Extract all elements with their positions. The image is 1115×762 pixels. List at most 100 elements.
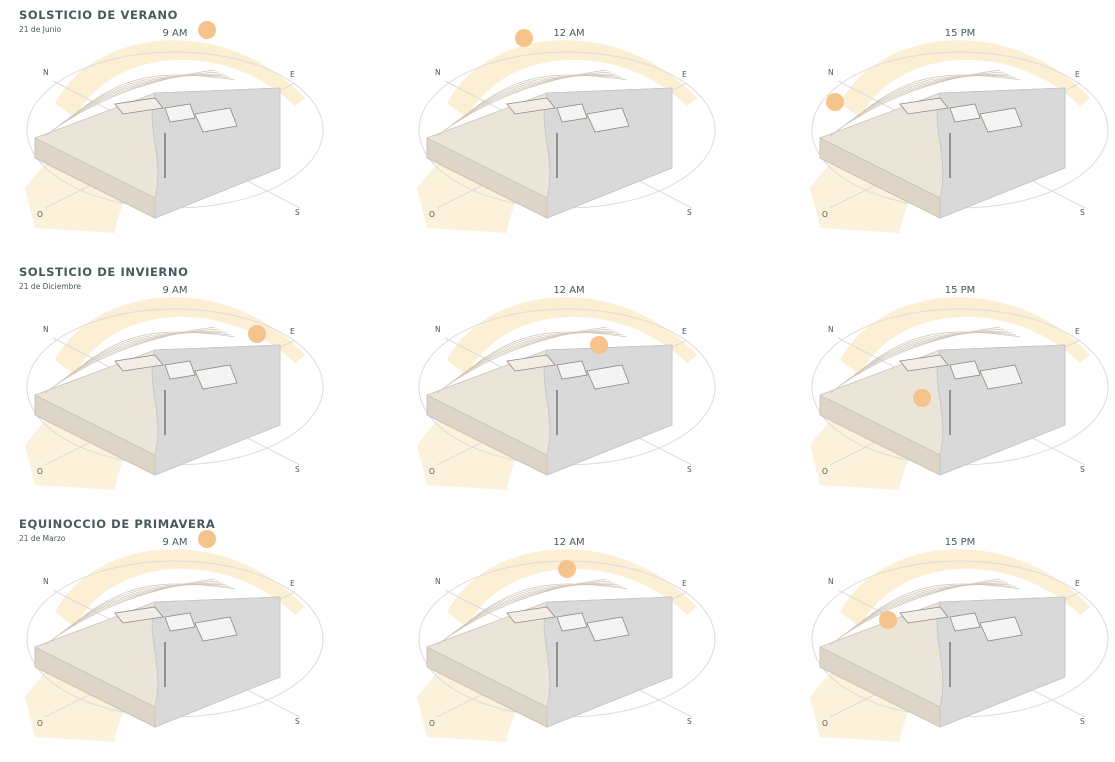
contour-line	[476, 331, 628, 364]
contour-line	[829, 326, 1001, 394]
contour-line	[44, 69, 216, 137]
contour-line	[60, 582, 224, 634]
sun-icon	[826, 93, 844, 111]
compass-west-label: O	[429, 467, 435, 476]
compass-north-label: N	[43, 325, 49, 334]
contour-line	[460, 584, 620, 628]
contour-line	[829, 578, 1001, 646]
contour-line	[837, 328, 1005, 388]
contour-line	[861, 584, 1017, 622]
season-title: SOLSTICIO DE VERANO	[19, 8, 179, 22]
sun-icon	[248, 325, 266, 343]
contour-line	[869, 583, 1021, 616]
compass-west-label: O	[429, 719, 435, 728]
building-central	[164, 360, 196, 380]
compass-south-label: S	[1080, 717, 1085, 726]
time-label: 12 AM	[553, 28, 585, 39]
contour-line	[829, 69, 1001, 137]
contour-line	[476, 74, 628, 107]
contour-line	[845, 73, 1009, 125]
compass-west-label: O	[429, 210, 435, 219]
building-central	[556, 360, 588, 380]
contour-line	[869, 74, 1021, 107]
compass-north-label: N	[43, 577, 49, 586]
contour-line	[468, 332, 624, 370]
compass-south-label: S	[1080, 465, 1085, 474]
season-title: EQUINOCCIO DE PRIMAVERA	[19, 517, 216, 531]
time-label: 12 AM	[553, 537, 585, 548]
site-axonometric	[25, 40, 324, 233]
contour-line	[468, 75, 624, 113]
contour-line	[84, 74, 236, 107]
terrain-shaded-half	[543, 87, 673, 219]
sun-icon	[198, 530, 216, 548]
site-axonometric	[810, 297, 1109, 490]
contour-line	[853, 584, 1013, 628]
contour-line	[84, 331, 236, 364]
compass-south-label: S	[687, 208, 692, 217]
sun-path-band	[840, 40, 1090, 119]
compass-east-label: E	[682, 579, 687, 588]
compass-south-label: S	[687, 465, 692, 474]
contour-line	[869, 331, 1021, 364]
building-terrace	[114, 354, 164, 372]
compass-south-label: S	[1080, 208, 1085, 217]
contour-line	[853, 332, 1013, 376]
sun-path-band	[55, 40, 305, 119]
contour-line	[845, 330, 1009, 382]
terrain-shaded-half	[543, 344, 673, 476]
sun-path-band	[447, 40, 697, 119]
building-east	[194, 107, 238, 133]
compass-west-label: O	[37, 210, 43, 219]
compass-east-label: E	[1075, 327, 1080, 336]
sun-icon	[515, 29, 533, 47]
time-label: 15 PM	[944, 537, 976, 548]
site-axonometric	[810, 549, 1109, 742]
contour-line	[452, 330, 616, 382]
site-axonometric	[810, 40, 1109, 233]
contour-line	[436, 69, 608, 137]
building-east	[194, 364, 238, 390]
contour-line	[444, 328, 612, 388]
building-central	[556, 103, 588, 123]
building-terrace	[899, 354, 949, 372]
building-central	[949, 360, 981, 380]
compass-east-label: E	[1075, 579, 1080, 588]
contour-line	[452, 73, 616, 125]
site-axonometric	[417, 40, 716, 233]
sun-icon	[913, 389, 931, 407]
building-terrace	[114, 606, 164, 624]
building-east	[979, 616, 1023, 642]
compass-north-label: N	[435, 68, 441, 77]
contour-line	[76, 584, 232, 622]
building-east	[194, 616, 238, 642]
compass-north-label: N	[828, 325, 834, 334]
contour-line	[861, 332, 1017, 370]
building-central	[949, 612, 981, 632]
terrain-shaded-half	[151, 344, 281, 476]
compass-north-label: N	[43, 68, 49, 77]
site-axonometric	[25, 549, 324, 742]
contour-line	[44, 578, 216, 646]
sun-path-band	[840, 297, 1090, 375]
time-label: 15 PM	[944, 28, 976, 39]
sun-path-band	[840, 549, 1090, 627]
building-terrace	[899, 97, 949, 115]
compass-north-label: N	[435, 577, 441, 586]
season-date: 21 de Marzo	[19, 534, 66, 543]
building-east	[979, 107, 1023, 133]
terrain-shaded-half	[543, 596, 673, 728]
contour-line	[861, 75, 1017, 113]
compass-north-label: N	[828, 577, 834, 586]
building-terrace	[506, 354, 556, 372]
compass-south-label: S	[687, 717, 692, 726]
building-central	[949, 103, 981, 123]
sun-icon	[198, 21, 216, 39]
